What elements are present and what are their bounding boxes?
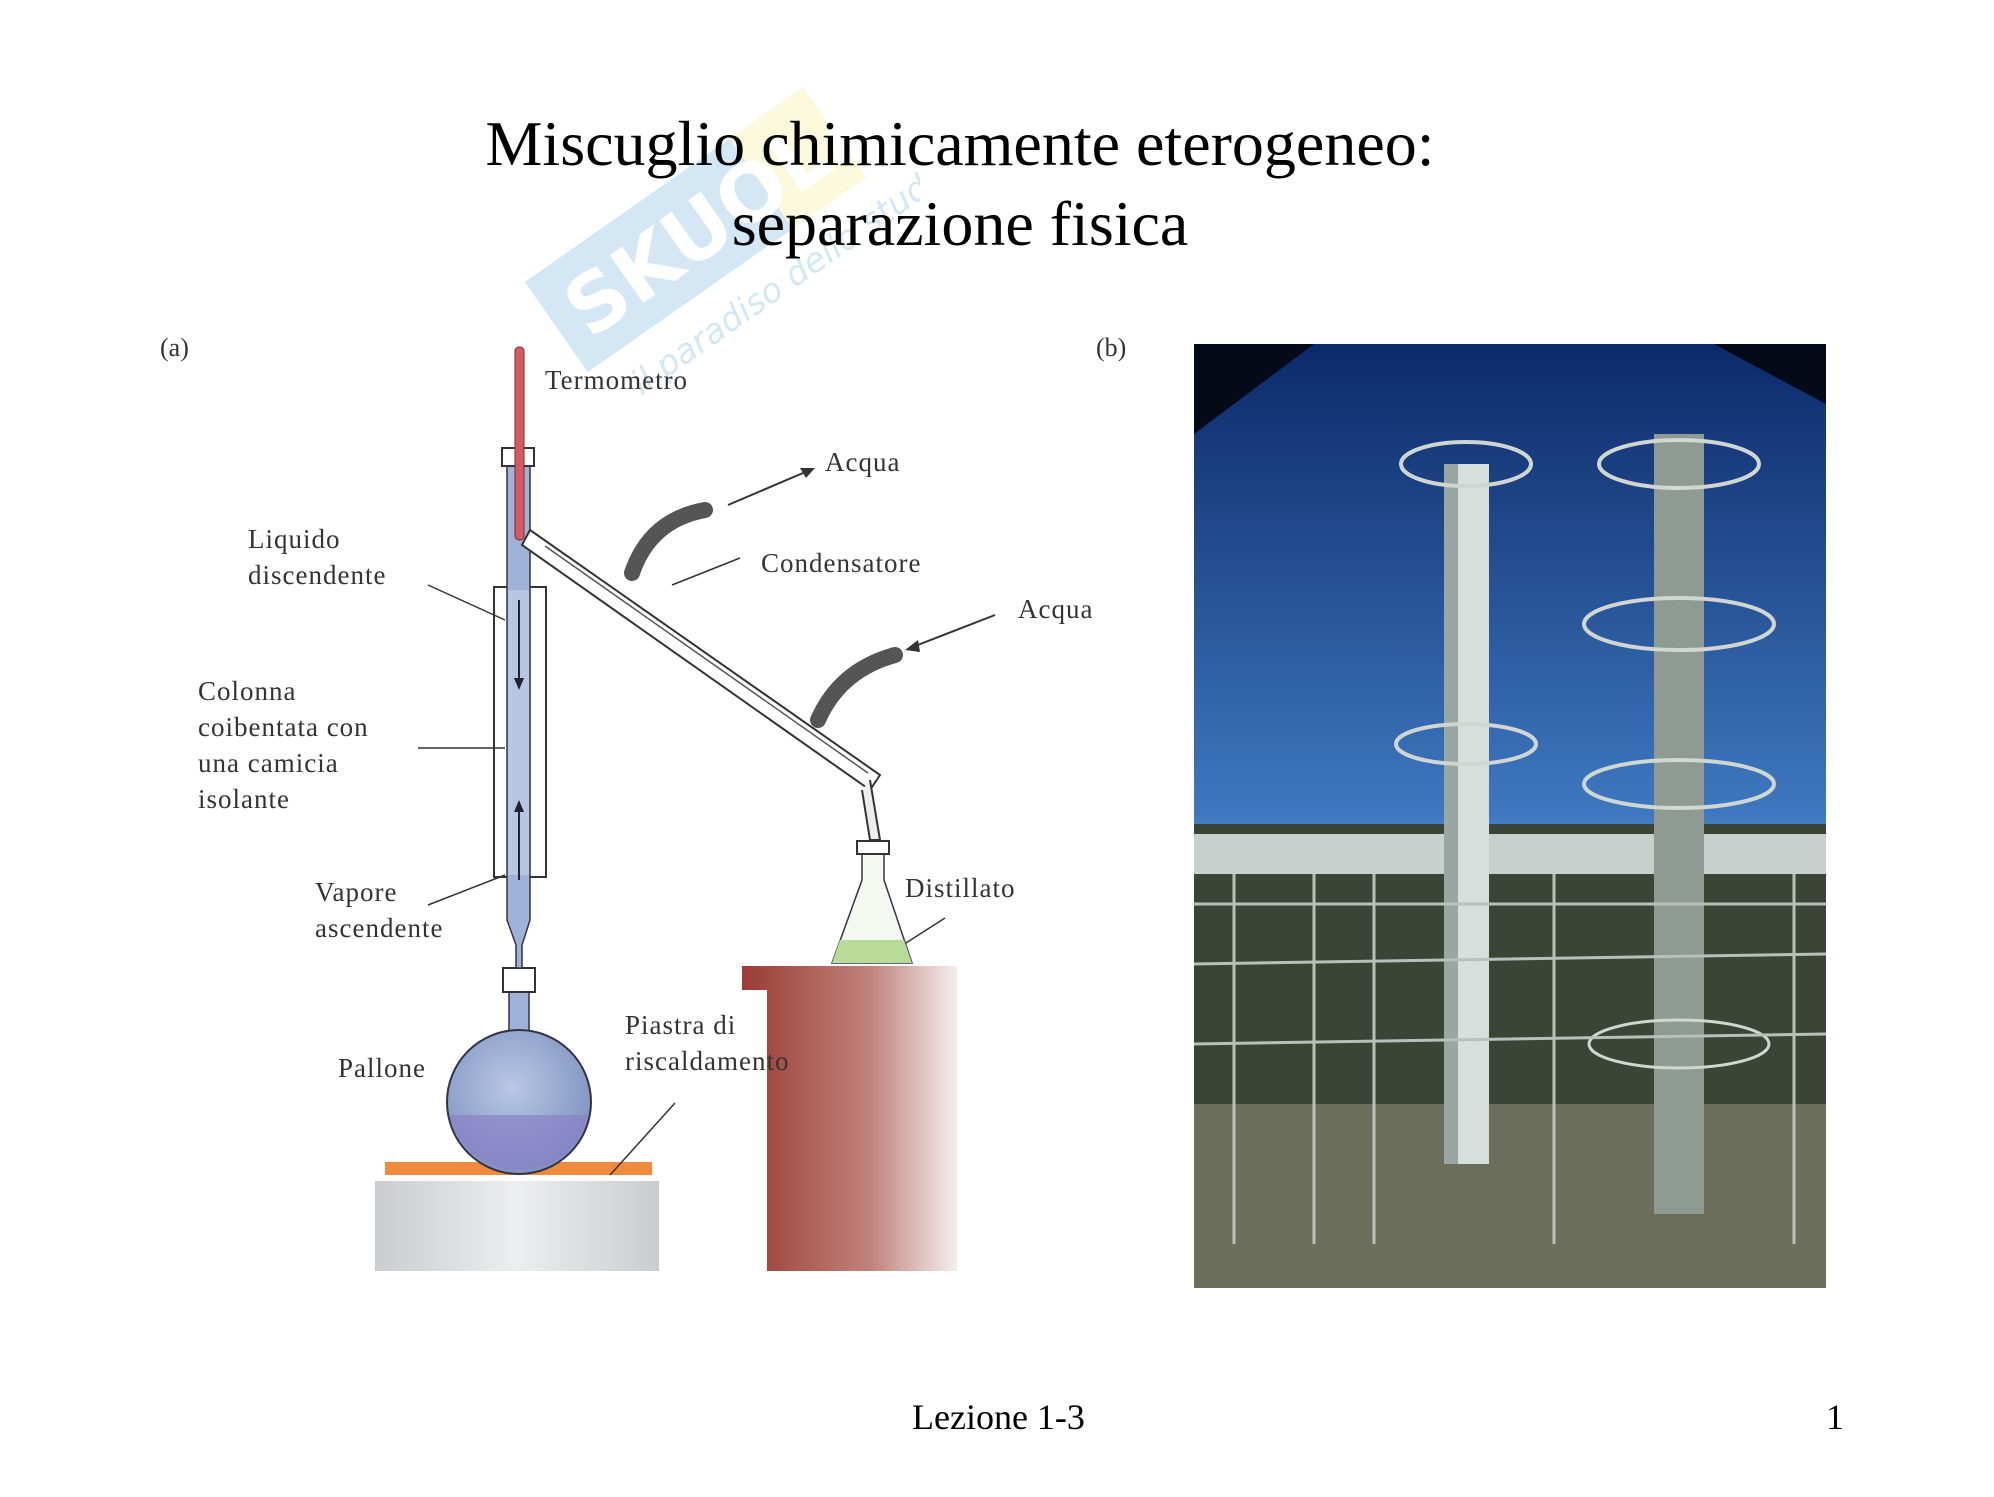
water-in-hose (810, 647, 903, 728)
water-out-hose (624, 502, 713, 581)
label-water-out: Acqua (825, 447, 901, 477)
hot-plate-base (375, 1181, 659, 1271)
label-distillate: Distillato (905, 873, 1016, 903)
slide-title-line1: Miscuglio chimicamente eterogeneo: (485, 108, 1435, 179)
thermometer (514, 346, 525, 541)
panel-label-a: (a) (160, 333, 189, 362)
label-condenser: Condensatore (761, 548, 922, 578)
page-number: 1 (1826, 1397, 1844, 1437)
label-water-in: Acqua (1018, 594, 1094, 624)
refinery-distillation-towers-photo (1194, 344, 1826, 1288)
label-flask: Pallone (338, 1053, 426, 1083)
label-ascending-vapor: Vapore ascendente (315, 877, 444, 943)
label-thermometer: Termometro (545, 365, 689, 395)
label-heating-plate: Piastra di riscaldamento (625, 1010, 790, 1076)
footer-lesson: Lezione 1-3 (912, 1397, 1085, 1437)
label-descending-liquid: Liquido discendente (248, 524, 387, 590)
slide-title-line2: separazione fisica (731, 188, 1189, 259)
label-column: Colonna coibentata con una camicia isola… (198, 676, 369, 814)
pedestal (742, 966, 957, 1271)
panel-label-b: (b) (1096, 333, 1127, 362)
